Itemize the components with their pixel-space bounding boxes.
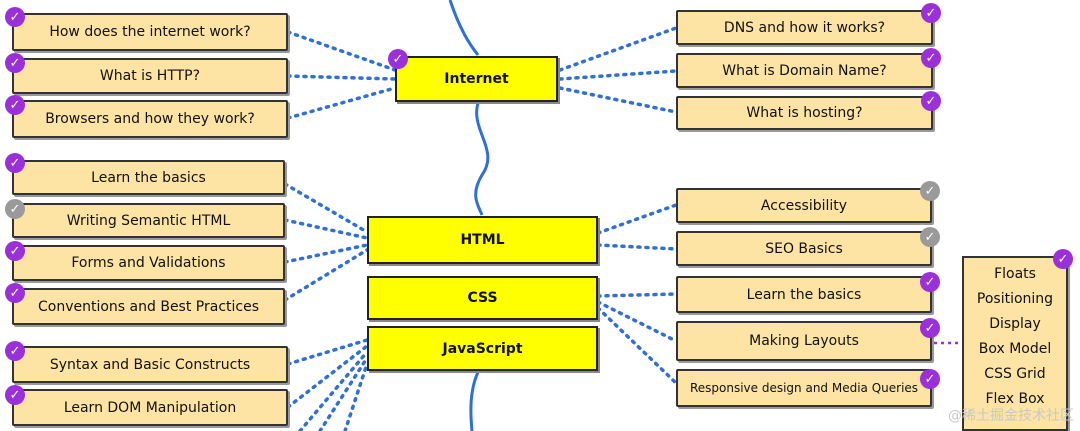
layouts-item-positioning[interactable]: Positioning (976, 291, 1054, 307)
check-icon: ✓ (5, 95, 25, 115)
check-icon: ✓ (5, 241, 25, 261)
check-icon: ✓ (5, 283, 25, 303)
connector-16 (286, 344, 369, 409)
check-icon: ✓ (921, 91, 941, 111)
connector-9 (283, 248, 369, 302)
main-spine (448, 0, 490, 431)
topic-html[interactable]: HTML (367, 216, 598, 264)
check-icon: ✓ (5, 53, 25, 73)
connector-18 (318, 356, 369, 431)
check-icon: ✓ (5, 7, 25, 27)
node-semantic-html[interactable]: Writing Semantic HTML (12, 203, 285, 238)
check-icon: ✓ (920, 369, 940, 389)
node-forms-validations[interactable]: Forms and Validations (12, 245, 285, 281)
node-syntax-constructs[interactable]: Syntax and Basic Constructs (12, 346, 288, 383)
check-icon: ✓ (920, 318, 940, 338)
node-browsers[interactable]: Browsers and how they work? (12, 100, 288, 138)
layouts-item-display[interactable]: Display (989, 316, 1041, 332)
node-conventions[interactable]: Conventions and Best Practices (12, 288, 285, 325)
connector-7 (283, 218, 369, 240)
connector-0 (286, 30, 397, 72)
check-icon: ✓ (921, 48, 941, 68)
node-seo-basics[interactable]: SEO Basics (676, 231, 932, 266)
topic-internet[interactable]: Internet (395, 56, 558, 102)
layouts-item-floats[interactable]: Floats (994, 266, 1036, 282)
connector-8 (283, 243, 369, 264)
connector-14 (596, 306, 678, 385)
layouts-list[interactable]: Floats Positioning Display Box Model CSS… (962, 256, 1068, 431)
check-icon: ✓ (388, 49, 408, 69)
connector-19 (343, 362, 369, 431)
connector-1 (286, 74, 397, 81)
check-icon: ✓ (5, 199, 25, 219)
connector-15 (286, 338, 369, 366)
connector-10 (596, 203, 678, 235)
node-making-layouts[interactable]: Making Layouts (676, 321, 932, 361)
check-icon: ✓ (921, 3, 941, 23)
connector-6 (283, 182, 369, 234)
topic-css[interactable]: CSS (367, 276, 598, 320)
node-how-internet-works[interactable]: How does the internet work? (12, 13, 288, 51)
node-accessibility[interactable]: Accessibility (676, 188, 932, 223)
check-icon: ✓ (920, 227, 940, 247)
check-icon: ✓ (5, 341, 25, 361)
node-dns[interactable]: DNS and how it works? (676, 10, 933, 45)
check-icon: ✓ (920, 181, 940, 201)
connector-3 (558, 26, 678, 72)
check-icon: ✓ (5, 153, 25, 173)
node-dom-manipulation[interactable]: Learn DOM Manipulation (12, 389, 288, 426)
connector-13 (596, 300, 678, 343)
topic-javascript[interactable]: JavaScript (367, 326, 598, 371)
node-hosting[interactable]: What is hosting? (676, 96, 933, 130)
connector-2 (286, 86, 397, 120)
connector-4 (558, 69, 678, 81)
node-responsive-design[interactable]: Responsive design and Media Queries (676, 369, 932, 407)
node-domain-name[interactable]: What is Domain Name? (676, 53, 933, 88)
watermark-text: @稀土掘金技术社区 (948, 408, 1074, 424)
connector-12 (596, 292, 678, 298)
check-icon: ✓ (1053, 249, 1073, 269)
layouts-item-css-grid[interactable]: CSS Grid (984, 366, 1046, 382)
connector-5 (558, 86, 678, 114)
connector-11 (596, 243, 678, 251)
layouts-item-box-model[interactable]: Box Model (978, 341, 1052, 357)
layouts-item-flex-box[interactable]: Flex Box (985, 391, 1045, 407)
check-icon: ✓ (5, 385, 25, 405)
node-what-is-http[interactable]: What is HTTP? (12, 58, 288, 94)
check-icon: ✓ (920, 272, 940, 292)
connector-17 (298, 350, 369, 431)
node-css-basics[interactable]: Learn the basics (676, 276, 932, 313)
node-html-basics[interactable]: Learn the basics (12, 160, 285, 195)
